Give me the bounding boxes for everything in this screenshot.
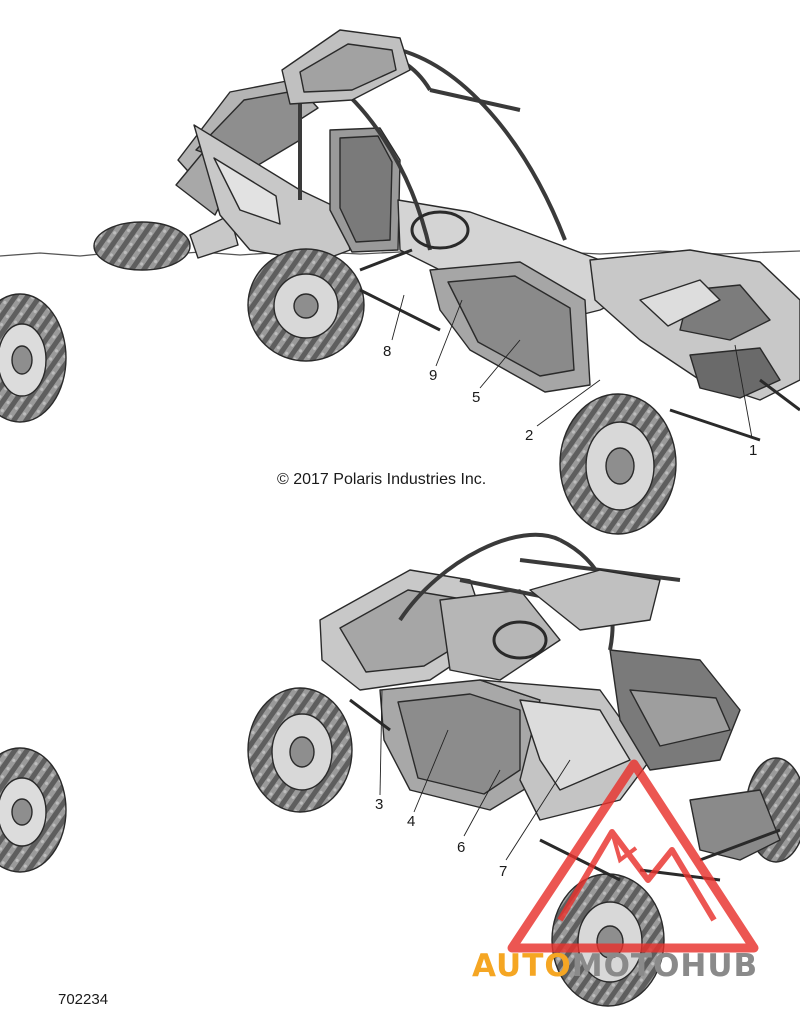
top-vehicle-illustration xyxy=(0,29,800,535)
watermark-mountain-icon xyxy=(557,829,717,922)
callout-8: 8 xyxy=(383,343,391,360)
callout-3: 3 xyxy=(375,796,383,813)
bottom-front-wheel xyxy=(247,687,353,813)
callout-1: 1 xyxy=(749,442,757,459)
bottom-leader-lines xyxy=(379,689,571,861)
top-leader-lines xyxy=(391,294,753,439)
watermark-text: AUTOMOTOHUB xyxy=(472,948,758,984)
callout-9: 9 xyxy=(429,367,437,384)
callout-2: 2 xyxy=(525,427,533,444)
bottom-cab-interior xyxy=(439,589,561,681)
top-left-wheel xyxy=(0,293,67,423)
bottom-rear-tank xyxy=(689,789,781,861)
callout-6: 6 xyxy=(457,839,465,856)
bottom-rear-wheel xyxy=(551,873,665,1007)
watermark-triangle-icon xyxy=(507,759,759,953)
bottom-steering-wheel xyxy=(492,620,548,660)
top-roof-rack xyxy=(281,29,411,105)
callout-labels: 1 2 3 4 5 6 7 8 9 xyxy=(375,343,757,880)
callout-4: 4 xyxy=(407,813,415,830)
figure-number: 702234 xyxy=(58,991,108,1008)
watermark-part-auto: AUTO xyxy=(472,948,572,984)
watermark-logo xyxy=(507,759,759,953)
top-cabin-body xyxy=(397,199,641,321)
top-rear-wheel-far xyxy=(93,221,191,271)
bottom-vehicle-illustration xyxy=(0,532,800,1007)
bottom-left-wheel xyxy=(0,747,67,873)
watermark-part-moto: MOTO xyxy=(572,948,681,984)
top-front-wheel xyxy=(559,393,677,535)
top-mid-wheel xyxy=(247,248,365,362)
top-steering-wheel xyxy=(410,210,470,250)
watermark-part-hub: HUB xyxy=(680,948,758,984)
bottom-roof-panel xyxy=(529,569,661,631)
copyright-notice: © 2017 Polaris Industries Inc. xyxy=(277,471,486,488)
callout-7: 7 xyxy=(499,863,507,880)
callout-5: 5 xyxy=(472,389,480,406)
